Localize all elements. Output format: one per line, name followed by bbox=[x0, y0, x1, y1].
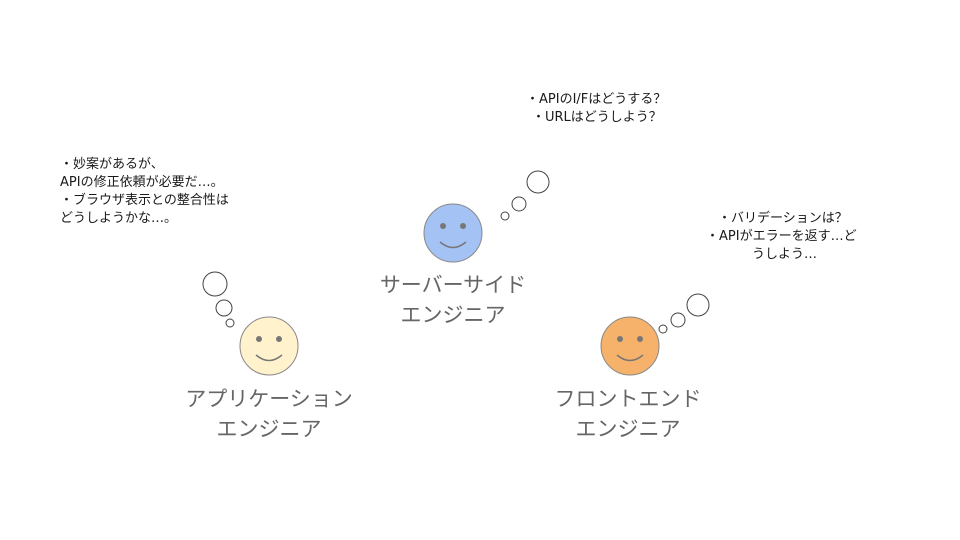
thought-cloud-application bbox=[4, 119, 315, 328]
mouth bbox=[439, 241, 467, 249]
thought-text-server: ・APIのI/Fはどうする？ ・URLはどうしよう？ bbox=[526, 91, 666, 127]
thought-dot bbox=[202, 271, 228, 297]
thought-line: ・URLはどうしよう？ bbox=[532, 110, 662, 125]
label-line: フロントエンド bbox=[554, 387, 702, 411]
cloud-shape bbox=[4, 119, 315, 270]
face-circle bbox=[239, 316, 299, 376]
thought-dot bbox=[500, 211, 510, 221]
thought-line: APIの修正依頼が必要だ…。 bbox=[60, 175, 224, 190]
face-circle bbox=[600, 316, 660, 376]
cloud-shape bbox=[646, 185, 947, 306]
thought-dot bbox=[225, 318, 235, 328]
thought-text-application: ・妙案があるが、 APIの修正依頼が必要だ…。 ・ブラウザ表示との整合性は どう… bbox=[60, 156, 229, 228]
thought-text-frontend: ・バリデーションは？ ・APIがエラーを返す…ど うしよう… bbox=[706, 210, 857, 264]
smiley-application-icon bbox=[239, 316, 299, 376]
smiley-server-icon bbox=[423, 203, 483, 263]
thought-line: どうしようかな…。 bbox=[60, 211, 178, 226]
label-server: サーバーサイド エンジニア bbox=[353, 270, 553, 330]
thought-dot bbox=[511, 196, 527, 212]
eye bbox=[460, 223, 466, 229]
face-circle bbox=[423, 203, 483, 263]
eye bbox=[256, 336, 262, 342]
mouth bbox=[616, 354, 644, 362]
label-line: エンジニア bbox=[575, 417, 681, 441]
eye bbox=[637, 336, 643, 342]
thought-dot bbox=[670, 312, 686, 328]
label-line: アプリケーション bbox=[185, 387, 353, 411]
eye bbox=[440, 223, 446, 229]
mouth bbox=[255, 354, 283, 362]
label-line: サーバーサイド bbox=[379, 273, 527, 297]
thought-line: ・バリデーションは？ bbox=[718, 211, 848, 226]
label-frontend: フロントエンド エンジニア bbox=[528, 384, 728, 444]
thought-cloud-frontend bbox=[646, 185, 947, 334]
thought-dot bbox=[215, 299, 233, 317]
smiley-frontend-icon bbox=[600, 316, 660, 376]
thought-line: ・ブラウザ表示との整合性は bbox=[60, 193, 229, 208]
thought-line: うしよう… bbox=[752, 247, 818, 262]
thought-dot bbox=[658, 324, 668, 334]
label-line: エンジニア bbox=[400, 303, 506, 327]
thought-line: ・妙案があるが、 bbox=[60, 157, 164, 172]
thought-cloud-server bbox=[462, 47, 761, 221]
thought-dot bbox=[526, 170, 550, 194]
label-application: アプリケーション エンジニア bbox=[169, 384, 369, 444]
eye bbox=[617, 336, 623, 342]
eye bbox=[276, 336, 282, 342]
thought-dot bbox=[686, 293, 710, 317]
thought-line: ・APIがエラーを返す…ど bbox=[706, 229, 857, 244]
thought-line: ・APIのI/Fはどうする？ bbox=[526, 92, 667, 107]
cloud-shape bbox=[462, 47, 761, 174]
label-line: エンジニア bbox=[216, 417, 322, 441]
